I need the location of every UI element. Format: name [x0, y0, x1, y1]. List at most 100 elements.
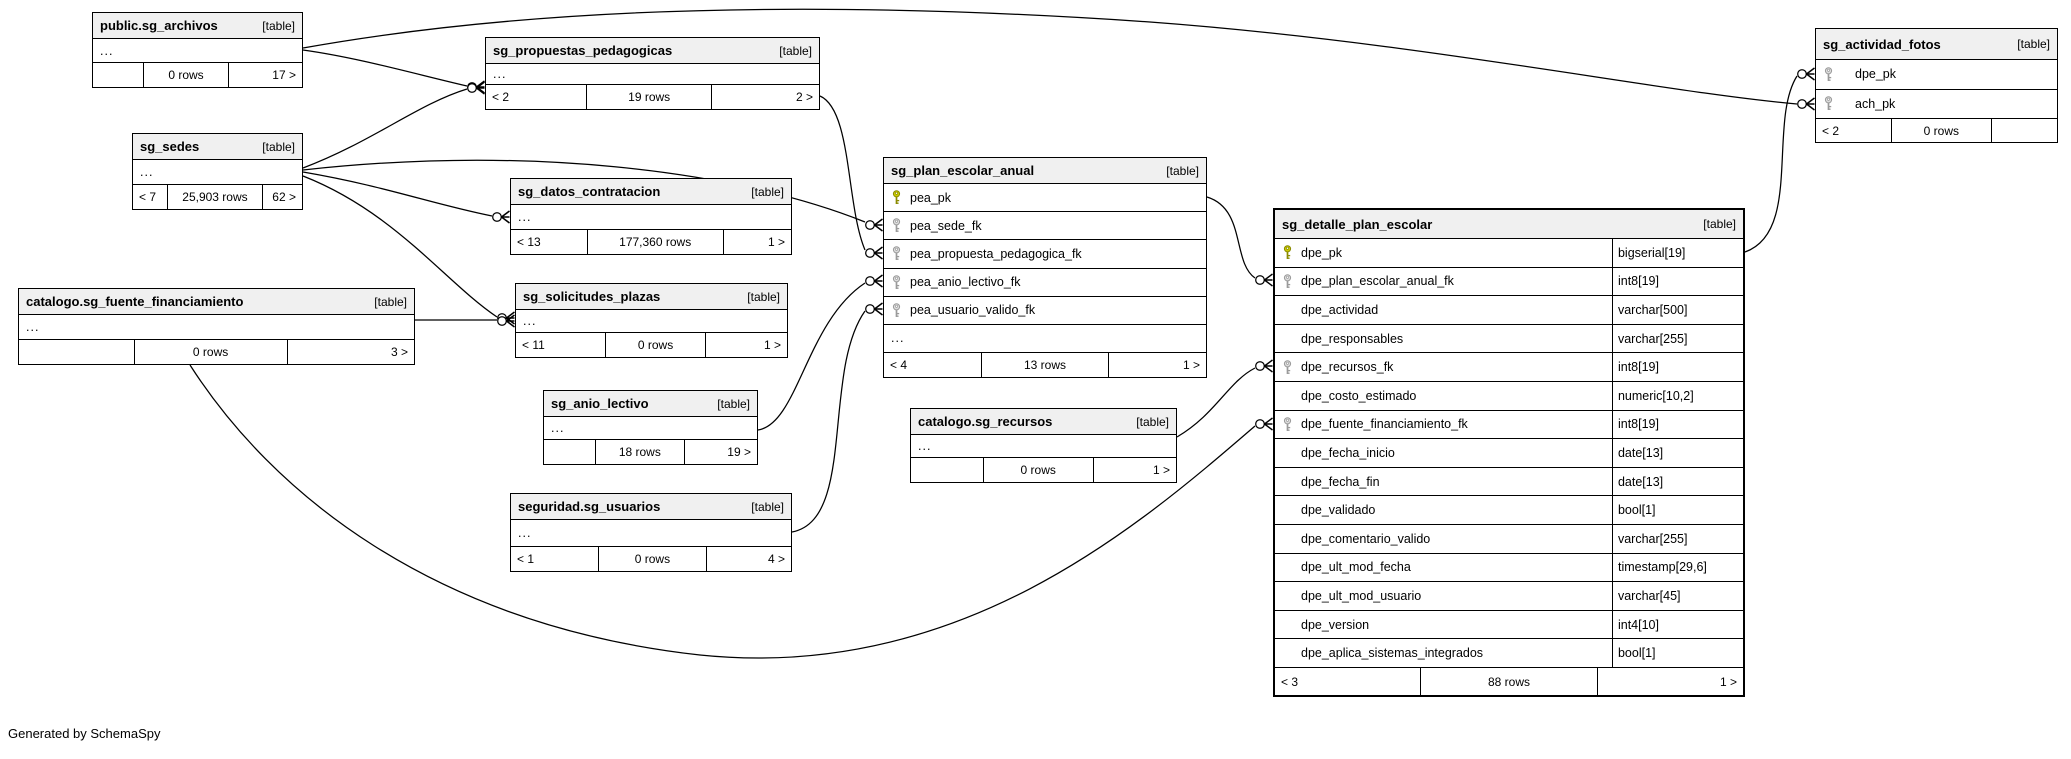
column-row: pea_anio_lectivo_fk	[884, 268, 1206, 297]
column-type: int8[19]	[1611, 267, 1743, 296]
ellipsis-label: ...	[523, 314, 537, 328]
edge-catalogo-sg_fuente_financiamiento-to-sg_solicitudes_plazas	[414, 314, 515, 328]
ellipsis-label: ...	[140, 165, 154, 179]
table-name[interactable]: seguridad.sg_usuarios	[518, 499, 661, 514]
table-name[interactable]: public.sg_archivos	[100, 18, 218, 33]
ellipsis-label: ...	[493, 67, 507, 81]
table-sg_datos_contratacion: sg_datos_contratacion [table] ... < 13 1…	[510, 178, 792, 255]
table-name[interactable]: sg_datos_contratacion	[518, 184, 661, 199]
column-name-cell: dpe_fuente_financiamiento_fk	[1275, 411, 1612, 439]
footer-left-degree: < 11	[522, 338, 545, 352]
column-name-cell: dpe_aplica_sistemas_integrados	[1275, 639, 1612, 667]
column-name: dpe_fuente_financiamiento_fk	[1301, 417, 1468, 432]
table-header[interactable]: sg_anio_lectivo [table]	[544, 391, 757, 417]
pk-key-icon	[1283, 245, 1292, 260]
column-type: int8[19]	[1611, 353, 1743, 381]
table-header[interactable]: sg_sedes [table]	[133, 134, 302, 160]
footer-left-degree: < 1	[517, 552, 535, 566]
edge-sg_sedes-to-sg_plan_escolar_anual-pea_sede_fk	[302, 159, 883, 232]
table-header[interactable]: sg_detalle_plan_escolar [table]	[1275, 210, 1743, 239]
column-type: int4[10]	[1611, 610, 1743, 639]
fk-key-icon	[892, 218, 901, 233]
table-header[interactable]: sg_actividad_fotos [table]	[1816, 29, 2057, 60]
edge-catalogo-sg_fuente_financiamiento-to-sg_detalle_plan_escolar-dpe_fuente_financiamiento_fk	[189, 364, 1273, 659]
footer-right-degree: 1 >	[1719, 674, 1737, 689]
fk-key-icon	[1283, 274, 1292, 288]
table-name[interactable]: catalogo.sg_recursos	[918, 414, 1053, 429]
column-name: dpe_version	[1301, 617, 1370, 632]
table-name[interactable]: sg_solicitudes_plazas	[523, 289, 661, 304]
column-name: dpe_fecha_fin	[1301, 474, 1380, 489]
ellipsis-row: ...	[19, 315, 414, 339]
column-name: dpe_ult_mod_usuario	[1301, 588, 1422, 603]
table-name[interactable]: sg_propuestas_pedagogicas	[493, 43, 673, 58]
ellipsis-label: ...	[518, 210, 532, 224]
footer-rows-count: 0 rows	[143, 63, 229, 87]
footer-right-degree: 17 >	[272, 68, 296, 82]
column-name: dpe_actividad	[1301, 302, 1379, 317]
table-sg_anio_lectivo: sg_anio_lectivo [table] ... 18 rows 19 >	[543, 390, 758, 465]
column-name-cell: dpe_pk	[1275, 239, 1612, 267]
column-row: dpe_pk	[1816, 60, 2057, 90]
edge-sg_anio_lectivo-to-sg_plan_escolar_anual-pea_anio_lectivo_fk	[757, 274, 883, 431]
column-type: date[13]	[1611, 467, 1743, 496]
footer-left-degree: < 7	[139, 190, 157, 204]
table-type-tag: [table]	[1166, 163, 1199, 178]
column-name-cell: dpe_responsables	[1275, 325, 1612, 353]
table-name[interactable]: sg_actividad_fotos	[1823, 36, 1941, 52]
table-header[interactable]: sg_datos_contratacion [table]	[511, 179, 791, 205]
table-name[interactable]: sg_detalle_plan_escolar	[1282, 216, 1433, 232]
column-name: dpe_validado	[1301, 503, 1376, 518]
table-header[interactable]: seguridad.sg_usuarios [table]	[511, 494, 791, 520]
footer-right-degree: 4 >	[767, 552, 785, 566]
table-type-tag: [table]	[374, 294, 407, 309]
table-type-tag: [table]	[2017, 37, 2050, 51]
edge-sg_plan_escolar_anual-pea_pk-to-sg_detalle_plan_escolar-dpe_plan_escolar_anual_fk	[1206, 196, 1273, 287]
table-name[interactable]: sg_plan_escolar_anual	[891, 163, 1035, 178]
footer-right-degree: 1 >	[767, 235, 785, 249]
key-slot	[891, 246, 910, 261]
column-name-cell: dpe_ult_mod_fecha	[1275, 554, 1612, 582]
column-name: pea_propuesta_pedagogica_fk	[910, 246, 1082, 261]
column-name-cell: dpe_recursos_fk	[1275, 353, 1612, 381]
ellipsis-row: ...	[511, 520, 791, 546]
table-header[interactable]: sg_plan_escolar_anual [table]	[884, 158, 1206, 184]
column-name-cell: dpe_actividad	[1275, 296, 1612, 324]
column-name: dpe_responsables	[1301, 331, 1404, 346]
footer-rows-count: 19 rows	[585, 85, 713, 109]
column-type: date[13]	[1611, 439, 1743, 467]
key-slot	[1282, 245, 1301, 260]
column-name-cell: dpe_ult_mod_usuario	[1275, 582, 1612, 610]
table-name[interactable]: catalogo.sg_fuente_financiamiento	[26, 294, 244, 309]
column-type: timestamp[29,6]	[1611, 553, 1743, 582]
column-list: ...	[511, 520, 791, 546]
table-header[interactable]: catalogo.sg_fuente_financiamiento [table…	[19, 289, 414, 315]
column-row: dpe_fecha_fin date[13]	[1275, 467, 1743, 497]
footer-rows-count: 177,360 rows	[586, 230, 724, 254]
table-header[interactable]: catalogo.sg_recursos [table]	[911, 409, 1176, 435]
key-slot	[891, 302, 910, 318]
column-name: dpe_pk	[1855, 67, 1897, 82]
table-name[interactable]: sg_sedes	[140, 139, 200, 154]
footer-rows-count: 0 rows	[133, 340, 288, 364]
edge-catalogo-sg_recursos-to-sg_detalle_plan_escolar-dpe_recursos_fk	[1176, 359, 1273, 438]
column-list: ...	[516, 310, 787, 332]
table-header[interactable]: sg_propuestas_pedagogicas [table]	[486, 38, 819, 64]
table-header[interactable]: public.sg_archivos [table]	[93, 13, 302, 39]
ellipsis-label: ...	[551, 421, 565, 435]
footer-left-degree: < 2	[1822, 123, 1840, 138]
table-header[interactable]: sg_solicitudes_plazas [table]	[516, 284, 787, 310]
table-name[interactable]: sg_anio_lectivo	[551, 396, 649, 411]
key-slot	[891, 190, 910, 205]
